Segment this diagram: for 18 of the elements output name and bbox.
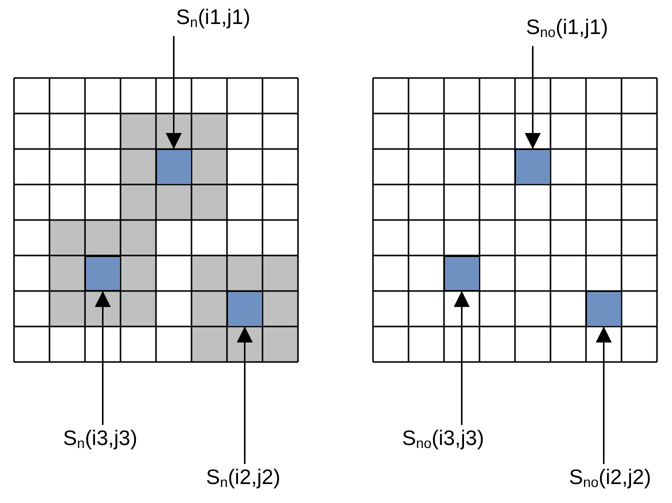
arrow [166, 36, 182, 149]
highlighted-cell [515, 149, 550, 184]
arrow [94, 291, 111, 425]
cell-label: S$_{no}$(i1,j1) [526, 16, 608, 44]
highlighted-cell [156, 149, 192, 184]
cell-label: S$_{n}$(i3,j3) [63, 427, 138, 455]
cell-label: S$_{no}$(i2,j2) [569, 466, 652, 494]
arrow [596, 326, 612, 464]
highlighted-cell [85, 256, 120, 291]
highlighted-cell [444, 256, 480, 291]
arrow [236, 326, 253, 464]
cell-label: S$_{no}$(i3,j3) [402, 427, 484, 455]
cell-label: S$_{n}$(i2,j2) [206, 466, 280, 494]
arrow [454, 291, 470, 425]
arrow [524, 46, 541, 149]
highlighted-cell [586, 291, 622, 326]
highlighted-cell [227, 291, 262, 326]
cell-label: S$_{n}$(i1,j1) [176, 6, 250, 34]
